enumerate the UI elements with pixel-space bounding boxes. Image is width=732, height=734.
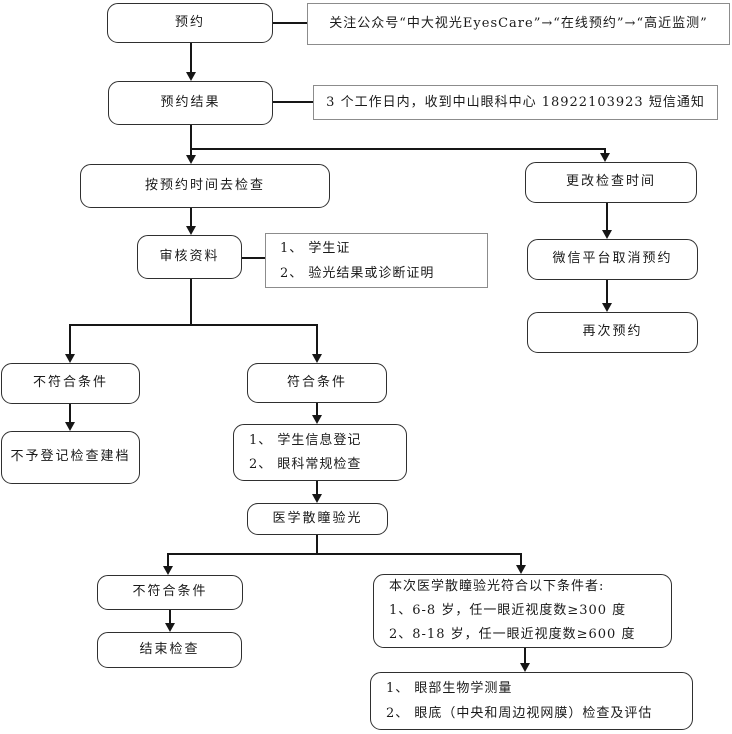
node-go-check-on-time: 按预约时间去检查 [80,164,330,208]
node-not-eligible-1: 不符合条件 [1,363,140,404]
criteria-item-2: 2、8-18 岁，任一眼近视度数≥600 度 [389,627,636,642]
arrowhead-eligible-steps [312,415,322,424]
registration-step-1: 1、 学生信息登记 [249,432,362,448]
connector-branch3-left [167,553,169,566]
connector-branch3-horizontal [167,553,522,555]
connector-result-noteB [273,101,313,103]
connector-noteligible-noreg [69,404,71,422]
node-review-materials: 审核资料 [137,235,242,279]
material-item-1: 1、 学生证 [280,240,351,256]
final-step-1: 1、 眼部生物学测量 [386,681,513,696]
arrowhead-appointment-down [186,72,196,81]
node-appointment: 预约 [107,3,273,43]
node-not-eligible-2-label: 不符合条件 [132,584,208,600]
node-not-eligible-2: 不符合条件 [97,575,243,610]
node-end-check-label: 结束检查 [139,641,200,657]
note-sms-notice: 3 个工作日内，收到中山眼科中心 18922103923 短信通知 [313,85,718,120]
connector-branch2-horizontal [69,324,318,326]
arrowhead-branch3-right [516,565,526,574]
registration-step-2: 2、 眼科常规检查 [249,456,362,472]
arrowhead-cancel-rebook [602,303,612,312]
node-registration-steps: 1、 学生信息登记 2、 眼科常规检查 [233,424,407,481]
arrowhead-branch3-left [163,566,173,575]
connector-appointment-down [190,43,192,72]
connector-review-noteC [242,257,265,259]
connector-branch2-right [316,324,318,354]
connector-branch2-left [69,324,71,354]
node-change-time: 更改检查时间 [525,162,697,203]
note-follow-account: 关注公众号“中大视光EyesCare”→“在线预约”→“高近监测” [307,3,730,45]
final-step-2: 2、 眼底（中央和周边视网膜）检查及评估 [386,706,653,721]
connector-branch1-right [604,148,606,154]
arrowhead-branch1-left [186,155,196,164]
node-review-materials-label: 审核资料 [159,248,220,264]
connector-steps-dilated [316,481,318,494]
node-appointment-label: 预约 [174,14,205,30]
connector-criteria-final [524,648,526,663]
node-final-steps: 1、 眼部生物学测量 2、 眼底（中央和周边视网膜）检查及评估 [370,672,693,730]
connector-dilated-down [316,535,318,553]
note-sms-notice-text: 3 个工作日内，收到中山眼科中心 18922103923 短信通知 [326,94,705,110]
arrowhead-steps-dilated [312,494,322,503]
criteria-title: 本次医学散瞳验光符合以下条件者: [389,579,605,594]
criteria-item-1: 1、6-8 岁，任一眼近视度数≥300 度 [389,603,627,618]
arrowhead-branch1-right [600,153,610,162]
note-materials: 1、 学生证 2、 验光结果或诊断证明 [265,233,488,288]
node-appointment-result-label: 预约结果 [160,94,221,110]
arrowhead-change-cancel [602,230,612,239]
connector-review-down [190,279,192,324]
note-follow-account-text: 关注公众号“中大视光EyesCare”→“在线预约”→“高近监测” [329,16,708,32]
connector-check-review [190,208,192,226]
node-dilated-refraction: 医学散瞳验光 [247,503,388,535]
node-end-check: 结束检查 [97,632,242,668]
connector-result-down [190,125,192,148]
connector-branch3-right [520,553,522,565]
connector-cancel-rebook [606,280,608,303]
connector-branch1-left [190,148,192,156]
node-appointment-result: 预约结果 [108,81,273,125]
arrowhead-noteligible-noreg [65,422,75,431]
node-eligible-label: 符合条件 [286,374,347,390]
node-not-eligible-1-label: 不符合条件 [32,375,108,391]
node-change-time-label: 更改检查时间 [565,174,656,190]
material-item-2: 2、 验光结果或诊断证明 [280,265,435,281]
node-go-check-on-time-label: 按预约时间去检查 [144,177,265,193]
connector-appointment-noteA [273,22,307,24]
node-eligible: 符合条件 [247,363,387,403]
arrowhead-check-review [186,226,196,235]
connector-branch1-horizontal [190,148,606,150]
node-rebook: 再次预约 [527,312,698,353]
node-wechat-cancel: 微信平台取消预约 [527,239,698,280]
arrowhead-criteria-final [520,663,530,672]
connector-noteligible2-end [169,610,171,623]
node-wechat-cancel-label: 微信平台取消预约 [552,251,673,267]
node-rebook-label: 再次预约 [582,324,643,340]
arrowhead-noteligible2-end [165,623,175,632]
connector-eligible-steps [316,403,318,415]
node-dilated-refraction-label: 医学散瞳验光 [272,510,363,526]
connector-change-cancel [606,203,608,230]
node-no-registration-label: 不予登记检查建档 [10,449,131,465]
node-no-registration: 不予登记检查建档 [1,431,140,484]
arrowhead-branch2-left [65,354,75,363]
node-criteria: 本次医学散瞳验光符合以下条件者: 1、6-8 岁，任一眼近视度数≥300 度 2… [373,574,672,648]
arrowhead-branch2-right [312,354,322,363]
